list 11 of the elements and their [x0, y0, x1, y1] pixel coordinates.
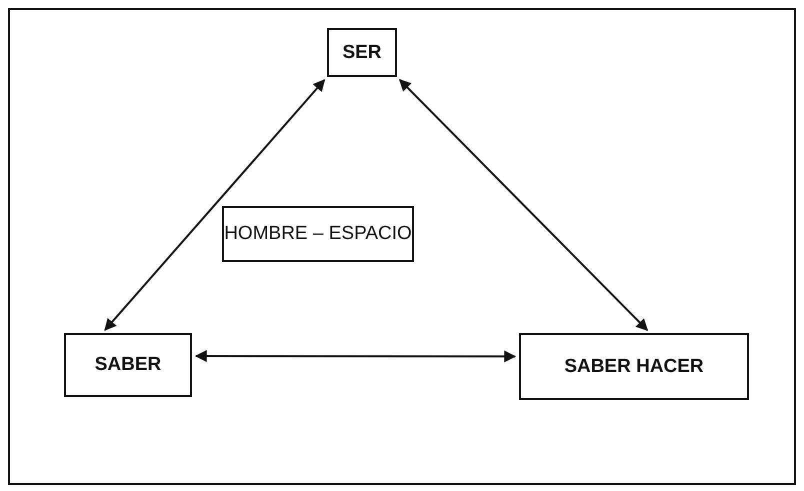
- box-label: SABER: [94, 354, 162, 376]
- text-box: [327, 28, 397, 77]
- double-arrow: [104, 79, 326, 331]
- box-label: SABER HACER: [564, 356, 704, 378]
- double-arrow: [194, 350, 516, 362]
- box-label: SER: [342, 42, 382, 64]
- text-box: [64, 333, 192, 397]
- text-box: [519, 333, 749, 400]
- box-label: HOMBRE – ESPACIO: [224, 223, 412, 245]
- text-box: [222, 206, 414, 262]
- double-arrow: [398, 79, 648, 331]
